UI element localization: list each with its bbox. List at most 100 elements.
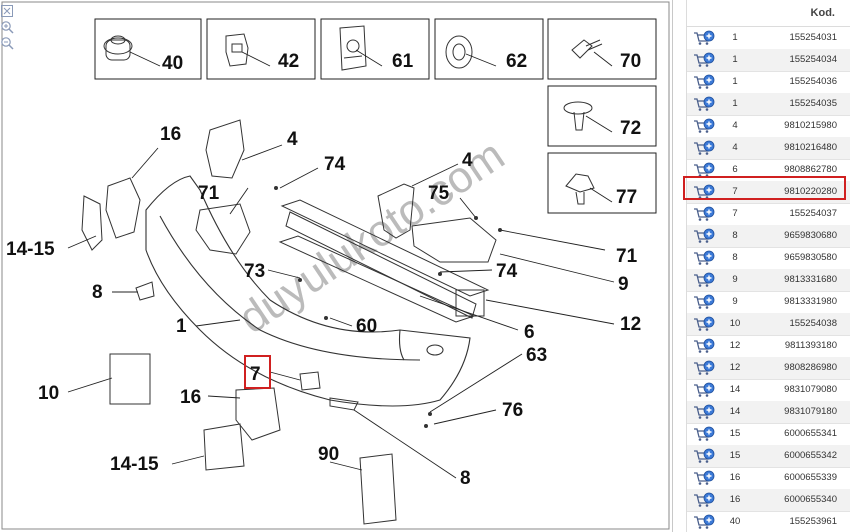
callout-1[interactable]: 1 <box>176 316 187 337</box>
callout-16-lower[interactable]: 16 <box>180 387 201 408</box>
callout-63[interactable]: 63 <box>526 345 547 366</box>
callout-77[interactable]: 77 <box>616 187 637 208</box>
add-to-cart-icon[interactable] <box>693 228 715 244</box>
callout-40[interactable]: 40 <box>162 53 183 74</box>
fit-icon[interactable] <box>0 4 14 18</box>
side-panel-1415-left[interactable] <box>81 195 103 251</box>
bracket-4-right[interactable] <box>377 183 415 239</box>
callout-8-lower[interactable]: 8 <box>460 468 471 489</box>
callout-70[interactable]: 70 <box>620 51 641 72</box>
thumb-box-70[interactable] <box>547 18 657 80</box>
callout-61[interactable]: 61 <box>392 51 414 72</box>
add-to-cart-icon[interactable] <box>693 30 715 46</box>
add-to-cart-icon[interactable] <box>693 360 715 376</box>
callout-73[interactable]: 73 <box>244 261 265 282</box>
bracket-4-left[interactable] <box>205 119 245 179</box>
label-plate-90[interactable] <box>359 453 397 525</box>
side-panel-16-left[interactable] <box>105 177 141 239</box>
callout-9[interactable]: 9 <box>618 274 629 295</box>
thumb-box-40[interactable] <box>94 18 202 80</box>
add-to-cart-icon[interactable] <box>693 118 715 134</box>
thumb-box-77[interactable] <box>547 152 657 214</box>
cover-1415-lower[interactable] <box>203 423 245 471</box>
add-to-cart-icon[interactable] <box>693 140 715 156</box>
add-to-cart-icon[interactable] <box>693 162 715 178</box>
bracket-71-left[interactable] <box>195 203 251 255</box>
add-to-cart-icon[interactable] <box>693 52 715 68</box>
callout-74-upper[interactable]: 74 <box>324 154 346 175</box>
callout-1415-lower[interactable]: 14-15 <box>110 454 159 475</box>
thumb-box-62[interactable] <box>434 18 544 80</box>
zoom-out-icon[interactable] <box>0 36 14 50</box>
callout-62[interactable]: 62 <box>506 51 527 72</box>
thumb-box-42[interactable] <box>206 18 316 80</box>
add-to-cart-icon[interactable] <box>693 492 715 508</box>
callout-4-left[interactable]: 4 <box>287 129 298 150</box>
callout-90[interactable]: 90 <box>318 444 339 465</box>
add-to-cart-icon[interactable] <box>693 382 715 398</box>
add-to-cart-icon[interactable] <box>693 470 715 486</box>
add-to-cart-icon[interactable] <box>693 74 715 90</box>
part-10-box[interactable] <box>109 353 151 405</box>
callout-71-left[interactable]: 71 <box>198 183 220 204</box>
add-to-cart-icon[interactable] <box>693 514 715 530</box>
callout-76[interactable]: 76 <box>502 400 523 421</box>
add-to-cart-icon[interactable] <box>693 184 715 200</box>
thumb-box-61[interactable] <box>320 18 430 80</box>
callout-16-upper[interactable]: 16 <box>160 124 181 145</box>
callout-10[interactable]: 10 <box>38 383 59 404</box>
add-to-cart-icon[interactable] <box>693 316 715 332</box>
thumb-box-72[interactable] <box>547 85 657 147</box>
grille-8-left[interactable] <box>135 281 155 301</box>
callout-72[interactable]: 72 <box>620 118 641 139</box>
part-7-sketch[interactable] <box>299 371 321 391</box>
callout-74-lower[interactable]: 74 <box>496 261 518 282</box>
side-panel-16-lower[interactable] <box>235 387 281 441</box>
bumper-beam[interactable] <box>278 199 490 323</box>
zoom-in-icon[interactable] <box>0 20 14 34</box>
add-to-cart-icon[interactable] <box>693 426 715 442</box>
callout-75[interactable]: 75 <box>428 183 450 204</box>
callout-1415-upper[interactable]: 14-15 <box>6 239 55 260</box>
callout-4-right[interactable]: 4 <box>462 150 473 171</box>
callout-12[interactable]: 12 <box>620 314 641 335</box>
add-to-cart-icon[interactable] <box>693 206 715 222</box>
add-to-cart-icon[interactable] <box>693 294 715 310</box>
add-to-cart-icon[interactable] <box>693 272 715 288</box>
callout-60[interactable]: 60 <box>356 316 377 337</box>
exploded-parts-diagram[interactable]: duyulukoto.com <box>0 0 673 532</box>
callout-6[interactable]: 6 <box>524 322 535 343</box>
callout-71-right[interactable]: 71 <box>616 246 638 267</box>
bumper-cover[interactable] <box>145 175 471 407</box>
add-to-cart-icon[interactable] <box>693 448 715 464</box>
add-to-cart-icon[interactable] <box>693 96 715 112</box>
bracket-71-right[interactable] <box>411 217 497 263</box>
add-to-cart-icon[interactable] <box>693 404 715 420</box>
add-to-cart-icon[interactable] <box>693 250 715 266</box>
callout-42[interactable]: 42 <box>278 51 299 72</box>
callout-7[interactable]: 7 <box>250 364 261 385</box>
add-to-cart-icon[interactable] <box>693 338 715 354</box>
